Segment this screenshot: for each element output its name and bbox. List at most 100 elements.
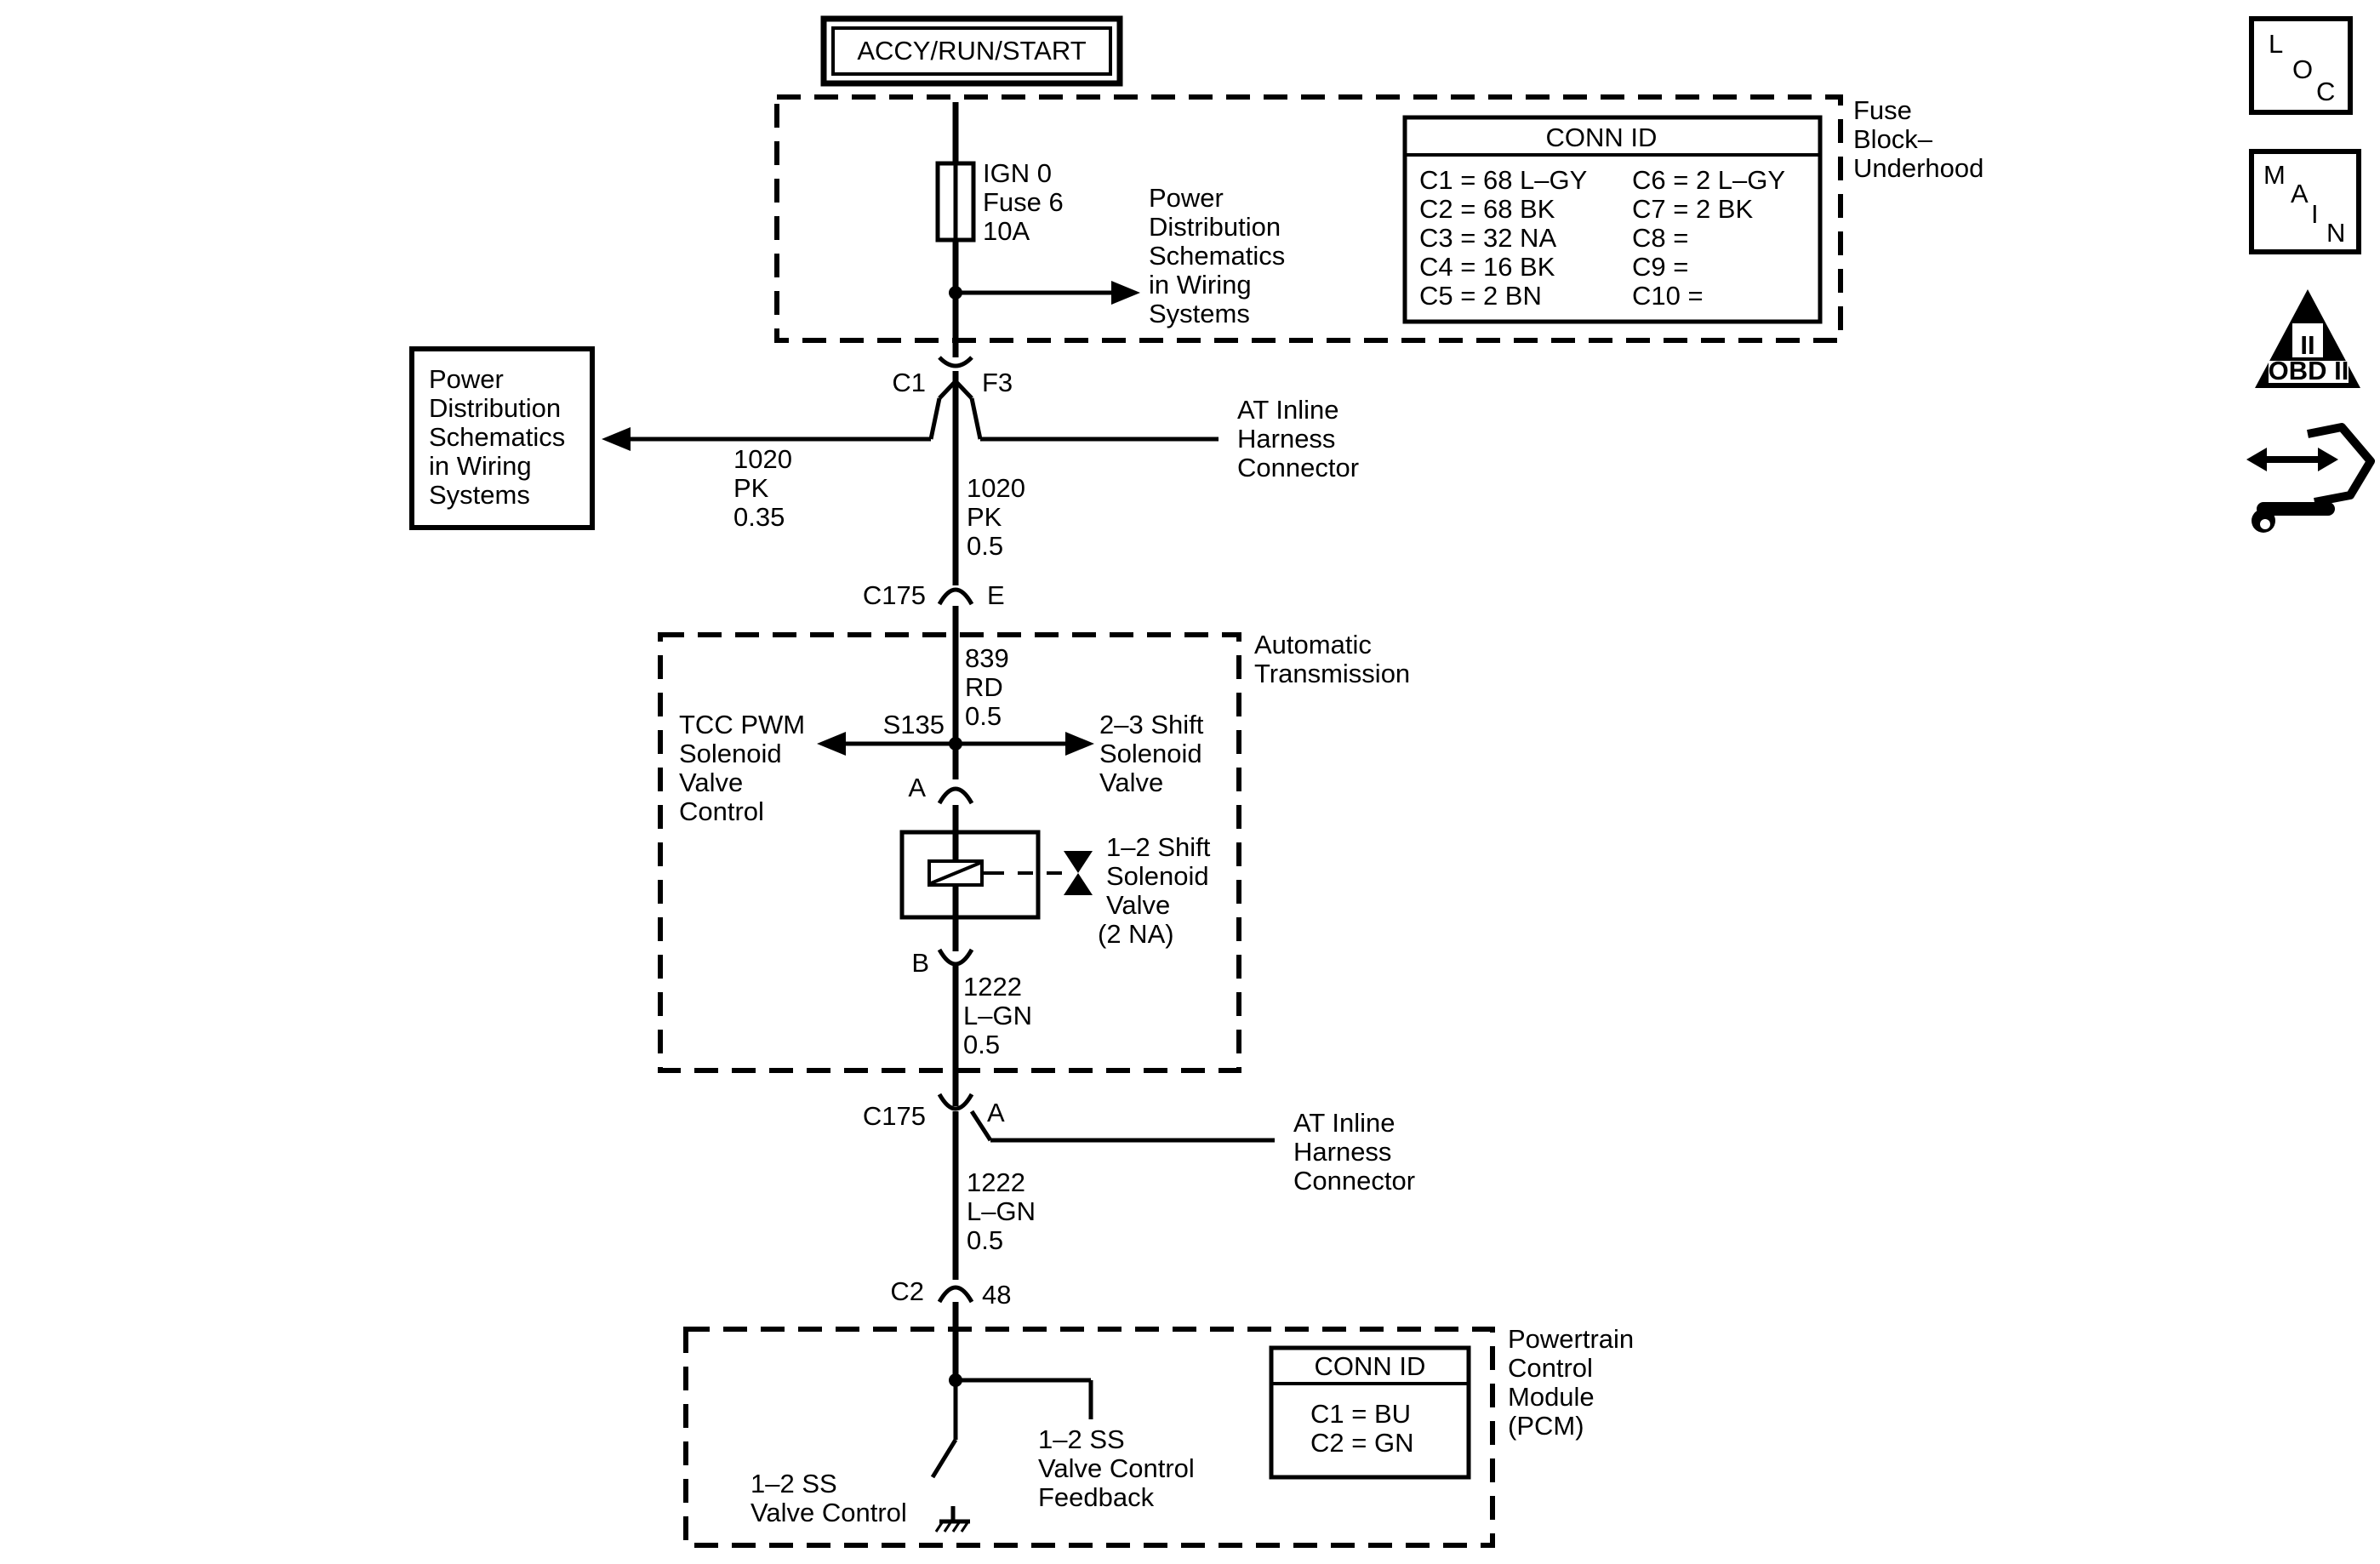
pin-a: A — [908, 773, 974, 832]
svg-text:C2: C2 — [890, 1276, 924, 1306]
ground-icon — [934, 1506, 970, 1533]
svg-text:0.35: 0.35 — [733, 502, 785, 532]
splice-s135-label: S135 — [883, 710, 945, 739]
connector-c175-a: C175 A — [863, 1093, 1005, 1131]
arrow-left-icon — [602, 427, 631, 451]
svg-text:Schematics: Schematics — [429, 422, 565, 452]
svg-text:Fuse: Fuse — [1853, 95, 1912, 125]
svg-text:Power: Power — [1149, 183, 1224, 213]
svg-text:Valve Control: Valve Control — [1038, 1453, 1195, 1483]
svg-text:0.5: 0.5 — [967, 531, 1003, 561]
supply-label: ACCY/RUN/START — [857, 36, 1086, 66]
svg-text:L–GN: L–GN — [963, 1001, 1032, 1030]
wire-label-main-1: 1020 PK 0.5 — [967, 473, 1025, 561]
svg-text:C1 = BU: C1 = BU — [1310, 1399, 1411, 1429]
fuse-block-label: Fuse Block– Underhood — [1853, 95, 1983, 183]
svg-text:Harness: Harness — [1293, 1137, 1391, 1167]
svg-text:C2 = GN: C2 = GN — [1310, 1428, 1413, 1458]
svg-text:Automatic: Automatic — [1254, 630, 1372, 659]
svg-text:Underhood: Underhood — [1853, 153, 1983, 183]
svg-text:C8 =: C8 = — [1632, 223, 1688, 253]
svg-text:Harness: Harness — [1237, 424, 1335, 454]
ss-valve-control-label: 1–2 SS Valve Control — [751, 1469, 907, 1527]
pcm-boundary — [683, 1327, 1495, 1548]
connector-c175-e: C175 E — [863, 580, 1005, 636]
svg-text:C175: C175 — [863, 580, 926, 610]
svg-text:Connector: Connector — [1293, 1166, 1415, 1196]
branch-wire-left — [928, 397, 942, 440]
svg-text:C3 = 32 NA: C3 = 32 NA — [1419, 223, 1556, 253]
svg-text:C9 =: C9 = — [1632, 252, 1688, 282]
arrow-right-icon — [1111, 281, 1140, 305]
svg-text:0.5: 0.5 — [965, 701, 1002, 731]
svg-text:C175: C175 — [863, 1101, 926, 1131]
svg-text:C: C — [2316, 77, 2335, 106]
svg-text:M: M — [2263, 160, 2286, 190]
svg-text:I: I — [2311, 199, 2319, 229]
svg-text:AT Inline: AT Inline — [1237, 395, 1338, 425]
pin-b: B — [911, 917, 974, 978]
svg-text:1–2 SS: 1–2 SS — [751, 1469, 837, 1498]
svg-text:(2 NA): (2 NA) — [1098, 919, 1174, 949]
svg-text:2–3 Shift: 2–3 Shift — [1099, 710, 1204, 739]
svg-text:TCC PWM: TCC PWM — [679, 710, 805, 739]
svg-text:Distribution: Distribution — [429, 393, 561, 423]
svg-text:F3: F3 — [982, 368, 1013, 397]
svg-text:N: N — [2326, 218, 2345, 248]
supply-box: ACCY/RUN/START — [820, 15, 1123, 87]
solenoid-1-2-symbol — [899, 830, 1093, 920]
pcm-label: Powertrain Control Module (PCM) — [1508, 1324, 1634, 1441]
svg-text:CONN ID: CONN ID — [1315, 1351, 1426, 1381]
svg-text:48: 48 — [982, 1280, 1011, 1310]
svg-text:Solenoid: Solenoid — [1099, 739, 1202, 768]
inline-harness-label-1: AT Inline Harness Connector — [1237, 395, 1359, 482]
svg-text:A: A — [2291, 179, 2309, 208]
left-power-ref-box: Power Distribution Schematics in Wiring … — [409, 346, 595, 530]
svg-text:A: A — [908, 773, 926, 802]
obd-ii-icon[interactable]: II OBD II — [2255, 289, 2360, 388]
svg-text:839: 839 — [965, 643, 1009, 673]
svg-text:1020: 1020 — [967, 473, 1025, 503]
svg-text:C1 = 68 L–GY: C1 = 68 L–GY — [1419, 165, 1587, 195]
svg-text:IGN 0: IGN 0 — [983, 158, 1052, 188]
arrow-left-icon — [817, 732, 846, 756]
main-icon[interactable]: M A I N — [2249, 149, 2361, 254]
transmission-boundary — [658, 632, 1241, 1073]
svg-text:1222: 1222 — [967, 1167, 1025, 1197]
svg-text:Block–: Block– — [1853, 124, 1933, 154]
svg-text:Transmission: Transmission — [1254, 659, 1410, 688]
svg-text:C4 = 16 BK: C4 = 16 BK — [1419, 252, 1555, 282]
svg-text:Control: Control — [1508, 1353, 1593, 1383]
svg-text:in Wiring: in Wiring — [1149, 270, 1252, 300]
repair-icon[interactable] — [2246, 423, 2375, 533]
svg-text:Valve: Valve — [1106, 890, 1170, 920]
svg-text:Valve: Valve — [679, 768, 743, 797]
svg-text:A: A — [987, 1098, 1005, 1127]
branch-wire-right — [969, 397, 983, 440]
ss-valve-feedback-label: 1–2 SS Valve Control Feedback — [1038, 1424, 1195, 1512]
svg-text:1020: 1020 — [733, 444, 792, 474]
arrow-right-icon — [1065, 732, 1094, 756]
transmission-label: Automatic Transmission — [1254, 630, 1410, 688]
loc-icon[interactable]: L O C — [2249, 16, 2353, 115]
tcc-pwm-label: TCC PWM Solenoid Valve Control — [679, 710, 805, 826]
svg-text:1–2 SS: 1–2 SS — [1038, 1424, 1125, 1454]
svg-text:C5 = 2 BN: C5 = 2 BN — [1419, 281, 1542, 311]
svg-text:II: II — [2300, 330, 2314, 360]
svg-text:C10 =: C10 = — [1632, 281, 1704, 311]
svg-text:L–GN: L–GN — [967, 1196, 1036, 1226]
svg-text:Solenoid: Solenoid — [1106, 861, 1209, 891]
wire-label-branch: 1020 PK 0.35 — [733, 444, 792, 532]
svg-text:PK: PK — [967, 502, 1002, 532]
svg-text:in Wiring: in Wiring — [429, 451, 532, 481]
svg-text:Module: Module — [1508, 1382, 1595, 1412]
svg-text:C7 = 2 BK: C7 = 2 BK — [1632, 194, 1753, 224]
svg-text:OBD II: OBD II — [2269, 356, 2349, 385]
svg-text:AT Inline: AT Inline — [1293, 1108, 1395, 1138]
svg-text:Fuse 6: Fuse 6 — [983, 187, 1064, 217]
svg-text:10A: 10A — [983, 216, 1030, 246]
connector-c1-f3: C1 F3 — [892, 356, 1013, 397]
inline-harness-label-2: AT Inline Harness Connector — [1293, 1108, 1415, 1196]
svg-text:Distribution: Distribution — [1149, 212, 1281, 242]
solenoid-1-2-label: 1–2 Shift Solenoid Valve (2 NA) — [1098, 832, 1211, 949]
